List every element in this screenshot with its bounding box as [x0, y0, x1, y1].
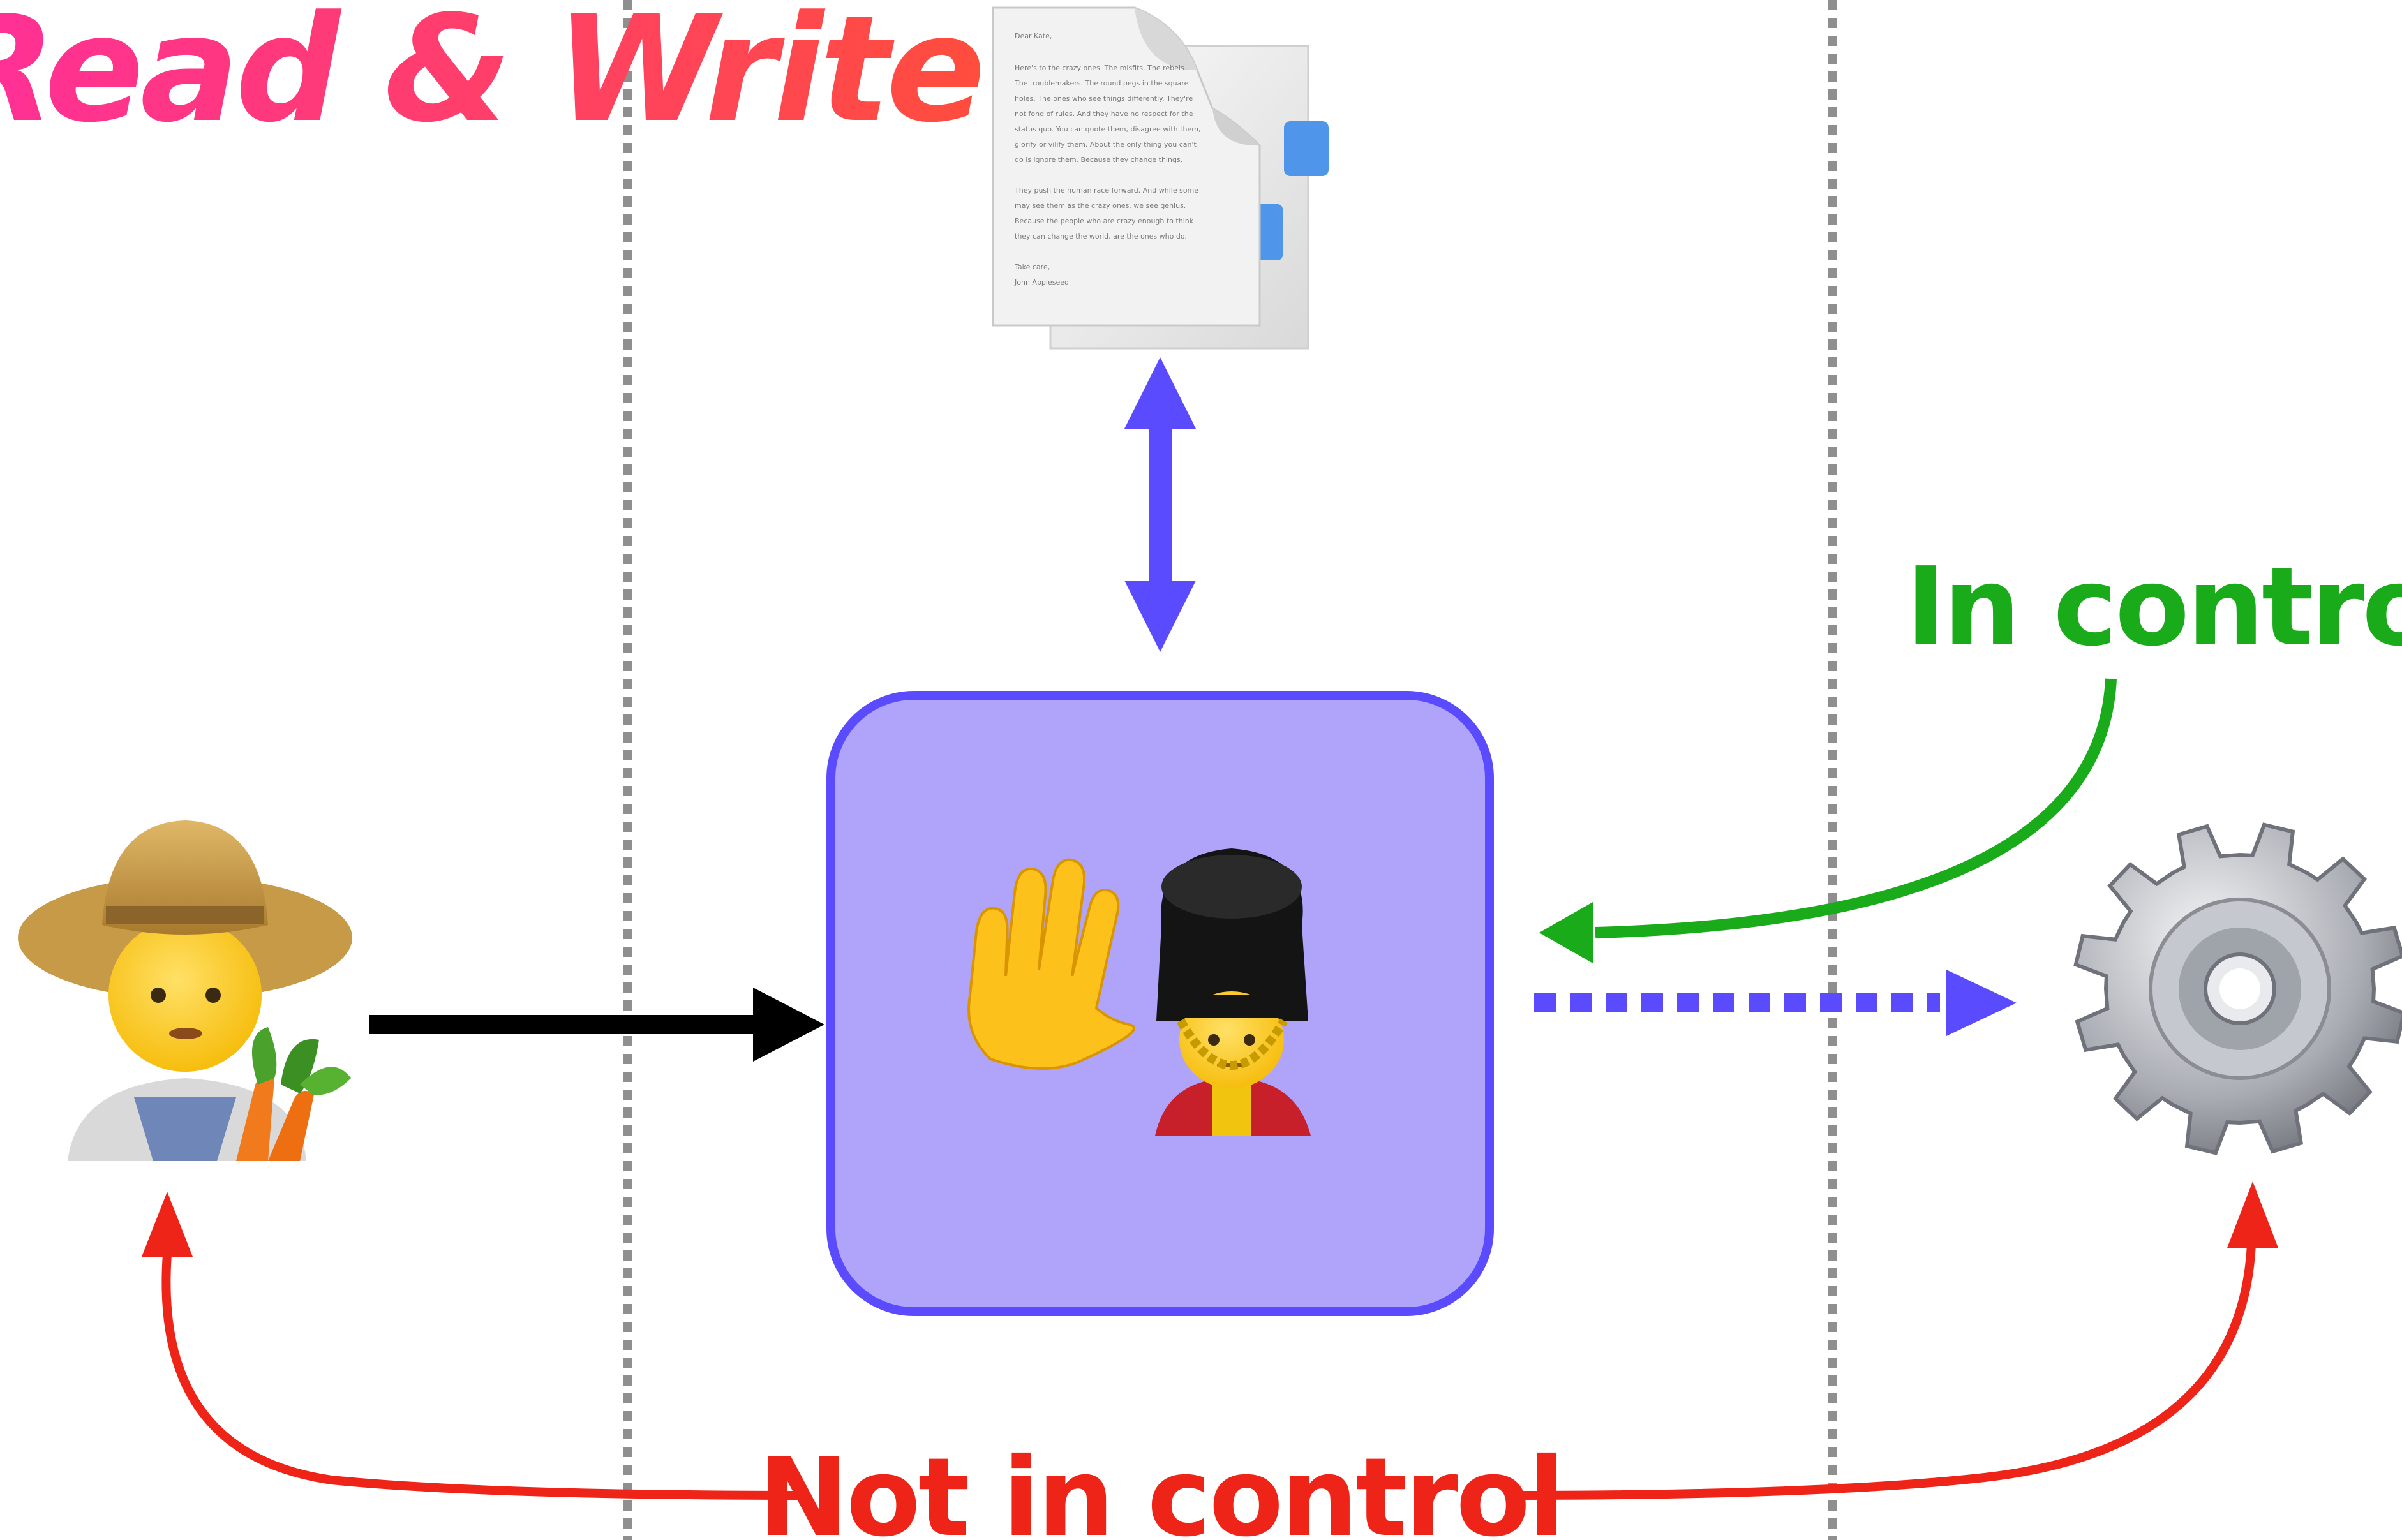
label-not-in-control: Not in control [758, 1435, 1563, 1540]
document-signature: John Appleseed [1014, 278, 1069, 286]
in-control-arrow [1539, 678, 2117, 963]
document-line: Here's to the crazy ones. The misfits. T… [1015, 64, 1186, 72]
gear-icon [2073, 822, 2402, 1155]
raised-hand-icon [967, 858, 1135, 1070]
title-read-write: Read & Write [0, 0, 982, 155]
document-line: they can change the world, are the ones … [1015, 232, 1187, 241]
not-in-control-arrow-right [1505, 1181, 2278, 1500]
document-line: status quo. You can quote them, disagree… [1015, 125, 1200, 133]
document-line: They push the human race forward. And wh… [1014, 186, 1198, 195]
document-stack-icon: Dear Kate, Here's to the crazy ones. The… [992, 6, 1329, 350]
read-write-arrow [1124, 357, 1196, 652]
request-arrow [369, 988, 824, 1062]
document-line: The troublemakers. The round pegs in the… [1014, 79, 1189, 87]
document-greeting: Dear Kate, [1015, 32, 1052, 40]
delegated-arrow [1534, 970, 2017, 1036]
guard-icon [1155, 848, 1311, 1136]
farmer-icon [18, 820, 352, 1161]
document-line: holes. The ones who see things different… [1015, 94, 1193, 103]
document-line: not fond of rules. And they have no resp… [1015, 110, 1193, 118]
document-signoff: Take care, [1014, 263, 1050, 271]
document-line: may see them as the crazy ones, we see g… [1015, 202, 1186, 210]
document-line: Because the people who are crazy enough … [1015, 217, 1194, 225]
document-line: glorify or vilify them. About the only t… [1015, 140, 1197, 149]
label-in-control: In control [1906, 544, 2402, 670]
not-in-control-arrow-left [142, 1192, 811, 1500]
document-line: do is ignore them. Because they change t… [1015, 156, 1182, 164]
